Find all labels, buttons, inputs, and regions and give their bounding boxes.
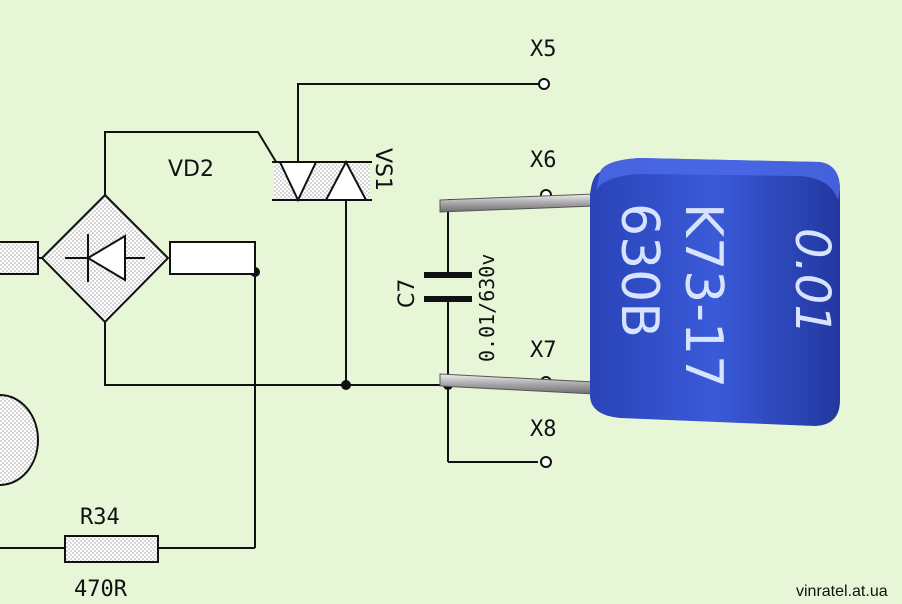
watermark: vinratel.at.ua	[796, 583, 888, 600]
terminal-x5	[538, 78, 550, 90]
wires	[0, 83, 540, 549]
terminal-x8	[540, 456, 552, 468]
label-x5: X5	[530, 37, 557, 62]
capacitor-voltage-text: 630B	[609, 203, 669, 338]
junction-dot	[341, 380, 351, 390]
label-r34: R34	[80, 505, 120, 530]
label-x6: X6	[530, 148, 557, 173]
label-c7-value: 0.01/630v	[475, 254, 499, 362]
output-block	[169, 241, 256, 275]
capacitor-c7-symbol	[424, 272, 472, 302]
label-c7: C7	[395, 279, 420, 308]
capacitor-model-text: K73-17	[673, 203, 733, 388]
label-x7: X7	[530, 338, 557, 363]
triac-vs1	[272, 159, 372, 203]
lamp-symbol	[0, 394, 39, 486]
input-block	[0, 241, 39, 275]
capacitor-value-text: 0.01	[784, 228, 840, 335]
resistor-r34	[64, 535, 159, 563]
capacitor-leads	[439, 193, 595, 395]
label-x8: X8	[530, 417, 557, 442]
capacitor-photo: 0.01 K73-17 630B	[590, 158, 840, 426]
diode-bridge-vd2	[40, 193, 170, 324]
label-r34-value: 470R	[74, 577, 128, 602]
label-vs1: VS1	[370, 148, 395, 191]
label-vd2: VD2	[168, 157, 214, 182]
